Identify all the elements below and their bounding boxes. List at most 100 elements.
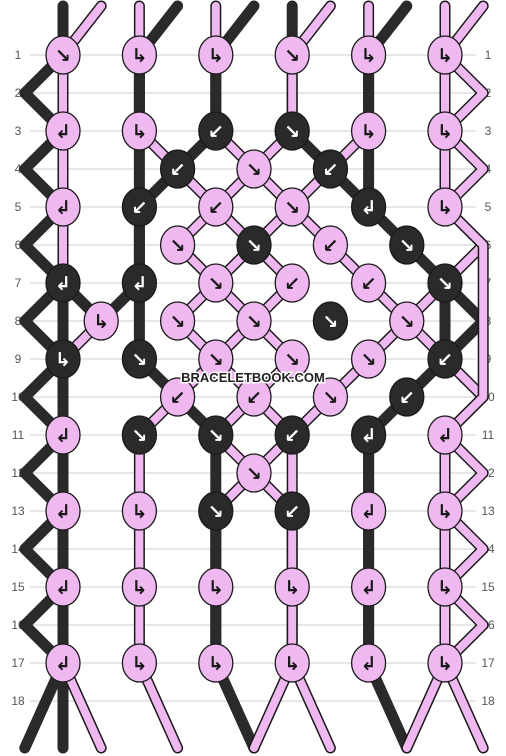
row-label-left: 17 <box>11 656 25 670</box>
knot-body <box>350 263 387 303</box>
knot: ↘ <box>198 415 234 455</box>
row-label-left: 1 <box>15 48 22 62</box>
knot-body <box>236 225 272 265</box>
knot: ↘ <box>198 339 234 379</box>
knot: ↘ <box>236 453 272 493</box>
knot-body <box>427 567 463 607</box>
knot-body <box>427 187 463 227</box>
top-strand-letter: A <box>41 7 48 18</box>
knot: ↲ <box>350 643 387 683</box>
knot-body <box>350 491 387 531</box>
knot: ↘ <box>159 225 196 265</box>
knot-arrow-icon: ↙ <box>170 159 186 181</box>
knot-arrow-icon: ↘ <box>322 387 338 409</box>
knot: ↙ <box>350 263 387 303</box>
knot-arrow-icon: ↙ <box>208 197 224 219</box>
knot-body <box>312 225 349 265</box>
knot-body <box>45 187 81 227</box>
knot-body <box>45 111 81 151</box>
knot-arrow-icon: ↳ <box>361 121 377 143</box>
knot-arrow-icon: ↘ <box>322 311 338 333</box>
knot-body <box>312 377 349 417</box>
watermark-group: BRACELETBOOK.COM BRACELETBOOK.COM <box>180 369 327 387</box>
row-label-left: 18 <box>11 694 25 708</box>
knot-body <box>198 111 234 151</box>
knot-body <box>198 415 234 455</box>
knot: ↳ <box>350 35 387 75</box>
knot-arrow-icon: ↘ <box>399 311 415 333</box>
knot-arrow-icon: ↘ <box>208 501 224 523</box>
knot-body <box>45 491 81 531</box>
knot: ↲ <box>427 415 463 455</box>
knot-arrow-icon: ↳ <box>437 121 453 143</box>
knot-arrow-icon: ↳ <box>208 577 224 599</box>
knot-arrow-icon: ↲ <box>55 425 71 447</box>
knot-body <box>121 35 158 75</box>
knot: ↙ <box>159 377 196 417</box>
knot-arrow-icon: ↲ <box>361 501 377 523</box>
knot: ↲ <box>45 187 81 227</box>
knot-body <box>274 567 310 607</box>
bottom-strand-letter: A <box>347 738 354 749</box>
knot-arrow-icon: ↲ <box>131 273 147 295</box>
knot-body <box>45 263 81 303</box>
knot-arrow-icon: ↘ <box>170 311 186 333</box>
row-gridlines <box>30 54 476 702</box>
watermark-text: BRACELETBOOK.COM <box>181 370 325 385</box>
knot: ↳ <box>350 111 387 151</box>
knot: ↲ <box>45 415 81 455</box>
knot-arrow-icon: ↳ <box>208 653 224 675</box>
knot-body <box>236 301 272 341</box>
row-label-left: 3 <box>15 124 22 138</box>
knot-body <box>236 453 272 493</box>
knot-arrow-icon: ↙ <box>322 235 338 257</box>
knot: ↳ <box>427 111 463 151</box>
row-label-left: 5 <box>15 200 22 214</box>
knot: ↲ <box>350 491 387 531</box>
knot-arrow-icon: ↲ <box>437 425 453 447</box>
knot-arrow-icon: ↙ <box>399 387 415 409</box>
knot-arrow-icon: ↘ <box>170 235 186 257</box>
knot: ↙ <box>274 415 310 455</box>
knot: ↘ <box>198 491 234 531</box>
row-label-right: 1 <box>485 48 492 62</box>
row-label-left: 11 <box>12 428 25 442</box>
knot-arrow-icon: ↳ <box>131 121 147 143</box>
knot-arrow-icon: ↳ <box>131 501 147 523</box>
knot: ↙ <box>236 377 272 417</box>
knot-body <box>121 339 158 379</box>
knot-arrow-icon: ↘ <box>284 121 300 143</box>
knot-arrow-icon: ↳ <box>437 653 453 675</box>
row-label-left: 9 <box>15 352 22 366</box>
knot-body <box>389 225 425 265</box>
bottom-strand-letter: B <box>271 738 278 749</box>
knot: ↙ <box>198 111 234 151</box>
knot-arrow-icon: ↘ <box>55 45 71 67</box>
knot-arrow-icon: ↳ <box>437 45 453 67</box>
knot-body <box>45 567 81 607</box>
knot-arrow-icon: ↲ <box>55 577 71 599</box>
knot: ↳ <box>121 111 158 151</box>
top-strand-letter: B <box>118 7 125 18</box>
knot: ↳ <box>121 35 158 75</box>
knot: ↳ <box>427 187 463 227</box>
knot-body <box>350 567 387 607</box>
row-label-left: 2 <box>15 86 22 100</box>
knot-body <box>274 491 310 531</box>
knot-arrow-icon: ↲ <box>361 197 377 219</box>
top-strand-letter: B <box>347 7 354 18</box>
bottom-strand-letter: A <box>305 738 312 749</box>
knot-body <box>274 263 310 303</box>
knot-arrow-icon: ↙ <box>131 197 147 219</box>
knot-body <box>198 263 234 303</box>
knot-body <box>45 35 81 75</box>
knot: ↙ <box>159 149 196 189</box>
knot-body <box>350 35 387 75</box>
knot: ↳ <box>198 567 234 607</box>
knot: ↳ <box>427 567 463 607</box>
knot-arrow-icon: ↳ <box>437 577 453 599</box>
knot-arrow-icon: ↳ <box>437 197 453 219</box>
